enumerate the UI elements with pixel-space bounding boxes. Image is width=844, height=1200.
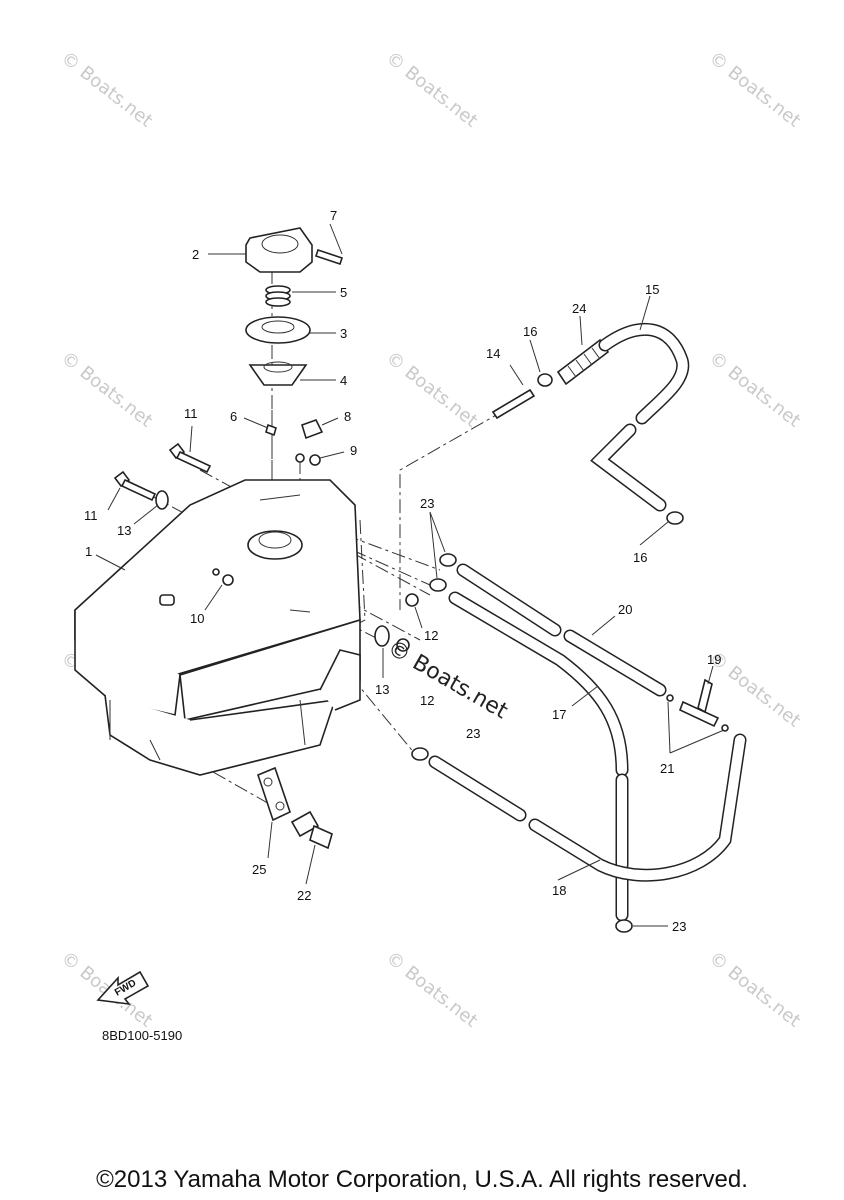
watermark: © Boats.net: [382, 347, 481, 431]
callout-21: 21: [660, 761, 674, 776]
watermark: © Boats.net: [705, 947, 804, 1031]
gasket: [248, 361, 308, 386]
callout-10: 10: [190, 611, 204, 626]
callout-18: 18: [552, 883, 566, 898]
bolts: [113, 442, 212, 502]
callout-24: 24: [572, 301, 586, 316]
callout-17: 17: [552, 707, 566, 722]
callout-16a: 16: [523, 324, 537, 339]
callout-3: 3: [340, 326, 347, 341]
callout-23c: 23: [672, 919, 686, 934]
callout-16b: 16: [633, 550, 647, 565]
center-watermark: © Boats.net: [383, 636, 512, 725]
vent-hose: [491, 323, 690, 525]
callout-23b: 23: [466, 726, 480, 741]
callout-13a: 13: [117, 523, 131, 538]
bracket-plate: [257, 766, 291, 822]
callout-15: 15: [645, 282, 659, 297]
callout-5: 5: [340, 285, 347, 300]
callout-12a: 12: [424, 628, 438, 643]
watermark: © Boats.net: [57, 347, 156, 431]
callouts: 1 2 3 4 5 6 7 8 9 10 11 11 12 12 13 13 1…: [84, 208, 721, 934]
copyright-notice: ©2013 Yamaha Motor Corporation, U.S.A. A…: [96, 1166, 748, 1193]
seal: [245, 316, 311, 344]
callout-11b: 11: [84, 508, 98, 523]
callout-25: 25: [252, 862, 266, 877]
spring: [265, 285, 291, 307]
callout-8: 8: [344, 409, 351, 424]
watermark: © Boats.net: [382, 947, 481, 1031]
watermark: © Boats.net: [57, 47, 156, 131]
callout-4: 4: [340, 373, 347, 388]
watermark: © Boats.net: [382, 47, 481, 131]
callout-14: 14: [486, 346, 500, 361]
callout-13b: 13: [375, 682, 389, 697]
small-parts: [212, 419, 324, 586]
callout-6: 6: [230, 409, 237, 424]
callout-22: 22: [297, 888, 311, 903]
fuel-hoses: [411, 553, 747, 933]
leader-lines: [95, 223, 725, 927]
watermark: © Boats.net: [705, 47, 804, 131]
callout-7: 7: [330, 208, 337, 223]
watermark: © Boats.net: [705, 347, 804, 431]
filler-cap: [245, 227, 344, 273]
callout-9: 9: [350, 443, 357, 458]
fuel-tank: [74, 479, 361, 776]
washers: [155, 490, 419, 652]
callout-12b: 12: [420, 693, 434, 708]
callout-19: 19: [707, 652, 721, 667]
flange-bolt: [290, 810, 333, 850]
diagram-code: 8BD100-5190: [102, 1028, 182, 1043]
callout-2: 2: [192, 247, 199, 262]
callout-1: 1: [85, 544, 92, 559]
callout-20: 20: [618, 602, 632, 617]
callout-23a: 23: [420, 496, 434, 511]
callout-11a: 11: [184, 406, 198, 421]
